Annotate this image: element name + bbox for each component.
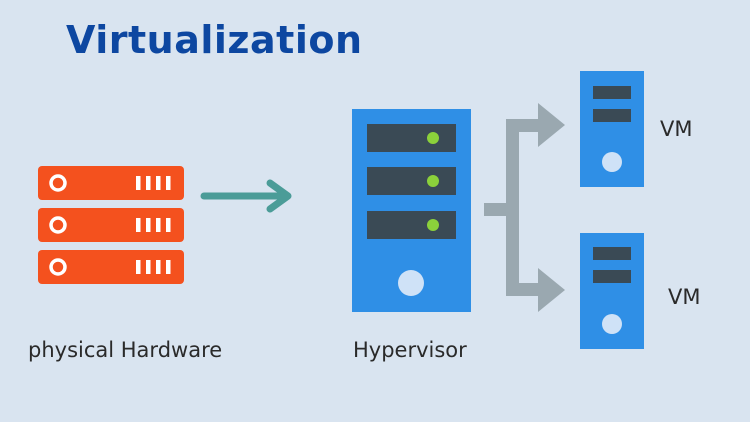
computer-tower-icon xyxy=(580,233,644,349)
server-rack-icon xyxy=(38,166,184,284)
hypervisor-label: Hypervisor xyxy=(353,338,467,362)
status-led-2 xyxy=(427,175,439,187)
status-led-3 xyxy=(427,219,439,231)
branch-arrow-icon xyxy=(484,103,565,312)
computer-tower-icon xyxy=(580,71,644,187)
server-tower-icon xyxy=(352,109,471,312)
power-button-icon xyxy=(398,270,424,296)
drive-slot-1 xyxy=(367,124,456,152)
vm-label-top: VM xyxy=(660,117,693,141)
drive-slot-3 xyxy=(367,211,456,239)
arrow-right-icon xyxy=(200,179,292,213)
rack-unit-2 xyxy=(38,208,184,242)
diagram-title: Virtualization xyxy=(66,18,363,62)
rack-unit-1 xyxy=(38,166,184,200)
hardware-label: physical Hardware xyxy=(28,338,223,362)
status-led-1 xyxy=(427,132,439,144)
vm-label-bottom: VM xyxy=(668,285,701,309)
drive-slot-2 xyxy=(367,167,456,195)
rack-unit-3 xyxy=(38,250,184,284)
